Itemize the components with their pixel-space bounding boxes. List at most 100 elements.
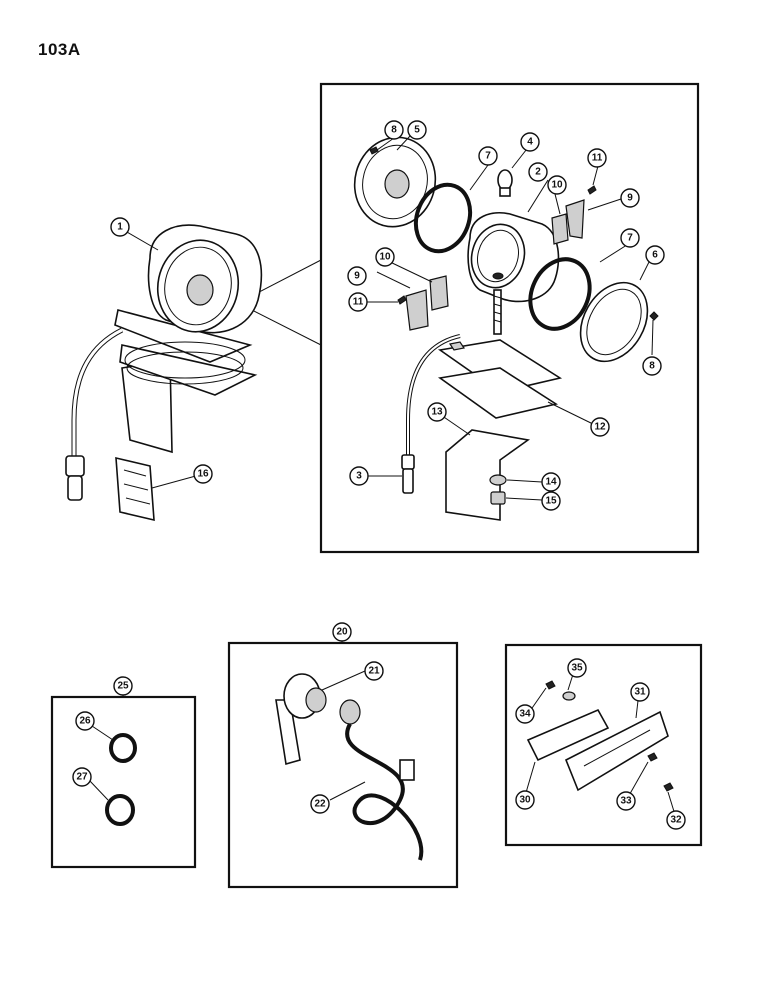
nut-33	[647, 752, 658, 762]
callout-9-right: 9	[620, 188, 640, 208]
svg-text:27: 27	[76, 772, 88, 783]
housing-31	[564, 710, 669, 792]
page-number: 103A	[38, 40, 81, 59]
svg-text:16: 16	[197, 469, 209, 480]
svg-text:21: 21	[368, 666, 380, 677]
svg-text:6: 6	[652, 250, 658, 261]
box-30	[504, 643, 703, 847]
svg-text:34: 34	[519, 709, 531, 720]
callout-32: 32	[666, 810, 686, 830]
svg-text:11: 11	[353, 297, 364, 308]
callout-21: 21	[364, 661, 384, 681]
lens-30	[526, 708, 610, 762]
spring-9-right	[565, 199, 585, 239]
svg-text:32: 32	[670, 815, 682, 826]
callout-1: 1	[110, 217, 130, 237]
callout-22: 22	[310, 794, 330, 814]
callout-26: 26	[75, 711, 95, 731]
nut-15	[490, 491, 506, 505]
svg-text:2: 2	[535, 167, 541, 178]
lens-5	[353, 136, 437, 228]
svg-text:7: 7	[485, 151, 491, 162]
svg-text:10: 10	[551, 180, 563, 191]
svg-text:8: 8	[649, 361, 655, 372]
washer-14	[489, 474, 507, 486]
svg-text:9: 9	[627, 193, 633, 204]
socket-21	[275, 673, 327, 766]
screw-8-upper	[369, 146, 379, 155]
callout-33: 33	[616, 791, 636, 811]
gasket-7-lower	[528, 257, 592, 331]
screw-32	[663, 782, 674, 792]
callout-5: 5	[407, 120, 427, 140]
callout-31: 31	[630, 682, 650, 702]
callout-30: 30	[515, 790, 535, 810]
callout-9-left: 9	[347, 266, 367, 286]
gasket-7-upper	[413, 182, 473, 254]
clip-16	[115, 456, 155, 522]
svg-text:11: 11	[592, 153, 603, 164]
svg-text:3: 3	[356, 471, 362, 482]
clip-10-left	[429, 275, 449, 311]
callout-8-upper: 8	[384, 120, 404, 140]
callout-6: 6	[645, 245, 665, 265]
svg-text:35: 35	[571, 663, 583, 674]
callout-16: 16	[193, 464, 213, 484]
callout-12: 12	[590, 417, 610, 437]
svg-text:5: 5	[414, 125, 420, 136]
svg-text:26: 26	[79, 716, 91, 727]
svg-text:1: 1	[117, 222, 123, 233]
svg-text:4: 4	[527, 137, 533, 148]
callout-14: 14	[541, 472, 561, 492]
housing-2	[467, 212, 560, 335]
svg-text:14: 14	[545, 477, 557, 488]
callout-25: 25	[113, 676, 133, 696]
svg-text:8: 8	[391, 125, 397, 136]
box-25	[50, 695, 197, 869]
callout-4: 4	[520, 132, 540, 152]
bulb-4	[497, 169, 513, 197]
lens-6	[579, 281, 649, 363]
svg-text:30: 30	[519, 795, 531, 806]
svg-text:13: 13	[431, 407, 443, 418]
callout-2: 2	[528, 162, 548, 182]
ring-27	[105, 794, 135, 826]
callout-10-left: 10	[375, 247, 395, 267]
callout-13: 13	[427, 402, 447, 422]
plates-12	[437, 339, 563, 419]
callout-20: 20	[332, 622, 352, 642]
svg-text:22: 22	[314, 799, 326, 810]
cord-22	[339, 699, 424, 861]
ring-26	[109, 733, 137, 763]
callout-11-right: 11	[587, 148, 607, 168]
svg-text:20: 20	[336, 627, 348, 638]
clip-10-right	[551, 213, 569, 245]
svg-text:31: 31	[634, 687, 646, 698]
callout-7-upper: 7	[478, 146, 498, 166]
callout-15: 15	[541, 491, 561, 511]
svg-text:9: 9	[354, 271, 360, 282]
callout-34: 34	[515, 704, 535, 724]
screw-11-left	[397, 295, 407, 305]
box-20	[227, 641, 459, 889]
callout-3: 3	[349, 466, 369, 486]
svg-text:12: 12	[594, 422, 606, 433]
svg-text:25: 25	[117, 681, 129, 692]
screw-8-lower	[649, 311, 659, 321]
cord-3	[401, 334, 461, 494]
callout-8-lower: 8	[642, 356, 662, 376]
spring-9-left	[405, 289, 429, 331]
screw-11-right	[587, 185, 597, 195]
detail-box	[319, 82, 700, 554]
svg-text:15: 15	[545, 496, 557, 507]
svg-text:7: 7	[627, 233, 633, 244]
callout-10-right: 10	[547, 175, 567, 195]
screw-34	[545, 680, 556, 690]
lamp-assembly	[65, 224, 263, 501]
callout-11-left: 11	[348, 292, 368, 312]
svg-text:10: 10	[379, 252, 391, 263]
callout-35: 35	[567, 658, 587, 678]
washer-35	[562, 691, 576, 701]
callout-27: 27	[72, 767, 92, 787]
bracket-13	[445, 429, 531, 521]
